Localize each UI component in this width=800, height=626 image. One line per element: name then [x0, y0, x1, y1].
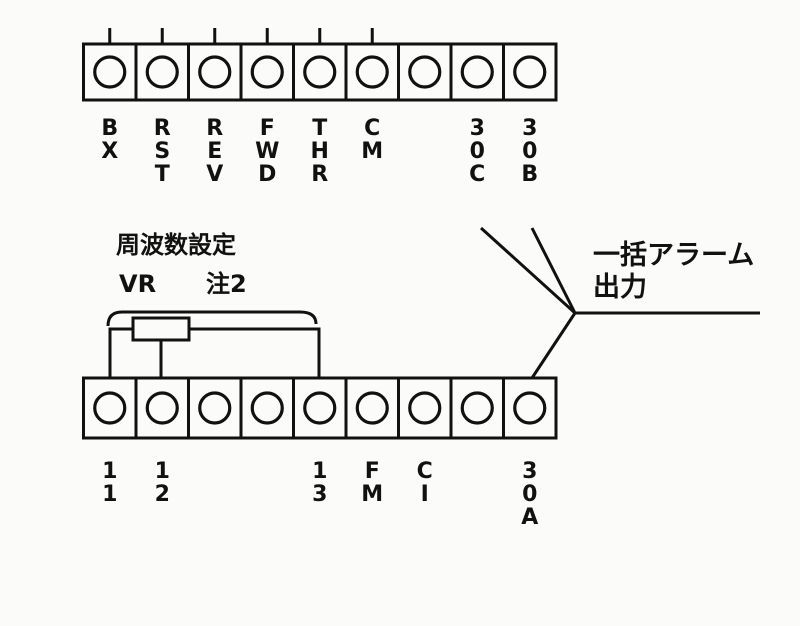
terminal-label-rev-char: V	[206, 162, 223, 187]
terminal-screw-blank	[408, 55, 442, 89]
wire-30c	[479, 226, 577, 315]
terminal-screw-bx	[93, 55, 127, 89]
terminal-label-rev-char: R	[206, 116, 223, 141]
alarm-output-label-1: 一括アラーム	[593, 240, 754, 271]
terminal-label-fwd-char: W	[255, 139, 279, 164]
terminal-screw-cm	[355, 55, 389, 89]
terminal-label-cm-char: M	[361, 139, 383, 164]
terminal-screw-blank-1	[198, 391, 232, 425]
potentiometer-wiring	[106, 310, 321, 378]
terminal-label-fwd-char: F	[260, 116, 275, 141]
terminal-screw-12	[145, 391, 179, 425]
terminal-label-30c-char: 3	[470, 116, 485, 141]
terminal-screw-fm	[355, 391, 389, 425]
terminal-label-11-char: 1	[102, 459, 117, 484]
wire-30b	[530, 227, 577, 314]
pot-wire-left	[108, 327, 133, 378]
terminal-label-thr-char: R	[311, 162, 328, 187]
terminal-label-30a-char: 3	[522, 459, 537, 484]
terminal-label-rev-char: E	[207, 139, 222, 164]
terminal-screw-rst	[145, 55, 179, 89]
terminal-label-30c-char: 0	[470, 139, 485, 164]
potentiometer-body	[131, 316, 191, 342]
bracket-brace	[106, 310, 318, 327]
terminal-screw-ci	[408, 391, 442, 425]
terminal-label-30b-char: 0	[522, 139, 537, 164]
terminal-label-12-char: 1	[155, 459, 170, 484]
pot-wire-right	[189, 327, 321, 378]
terminal-label-cm-char: C	[364, 116, 380, 141]
terminal-screw-blank-2	[250, 391, 284, 425]
terminal-label-rst-char: R	[154, 116, 171, 141]
terminal-label-30b-char: B	[521, 162, 538, 187]
terminal-screw-fwd	[250, 55, 284, 89]
terminal-label-30a-char: A	[521, 505, 538, 530]
terminal-label-12-char: 2	[155, 482, 170, 507]
terminal-label-13-char: 1	[312, 459, 327, 484]
terminal-label-thr-char: H	[311, 139, 329, 164]
terminal-label-ci-char: C	[417, 459, 433, 484]
terminal-label-13-char: 3	[312, 482, 327, 507]
terminal-label-fm-char: M	[361, 482, 383, 507]
terminal-label-fwd-char: D	[258, 162, 276, 187]
freq-setting-label: 周波数設定	[116, 231, 236, 259]
terminal-label-30c-char: C	[469, 162, 485, 187]
note-label: 注2	[206, 270, 247, 298]
terminal-label-rst-char: S	[154, 139, 170, 164]
terminal-label-30b-char: 3	[522, 116, 537, 141]
terminal-screw-11	[93, 391, 127, 425]
terminal-screw-30a	[513, 391, 547, 425]
wire-30a	[530, 312, 577, 379]
terminal-label-30a-char: 0	[522, 482, 537, 507]
terminal-screw-30b	[513, 55, 547, 89]
terminal-label-ci-char: I	[421, 482, 429, 507]
terminal-screw-blank-3	[460, 391, 494, 425]
terminal-label-bx-char: B	[101, 116, 118, 141]
vr-label: VR	[119, 270, 156, 298]
alarm-output-label-2: 出力	[593, 272, 647, 303]
terminal-screw-thr	[303, 55, 337, 89]
terminal-screw-rev	[198, 55, 232, 89]
alarm-wiring	[479, 226, 760, 379]
terminal-label-11-char: 1	[102, 482, 117, 507]
top-block-frame	[82, 42, 558, 102]
terminal-label-thr-char: T	[312, 116, 327, 141]
terminal-label-rst-char: T	[155, 162, 170, 187]
terminal-screw-30c	[460, 55, 494, 89]
terminal-label-bx-char: X	[101, 139, 118, 164]
bottom-block-frame	[82, 376, 558, 440]
terminal-label-fm-char: F	[365, 459, 380, 484]
terminal-screw-13	[303, 391, 337, 425]
